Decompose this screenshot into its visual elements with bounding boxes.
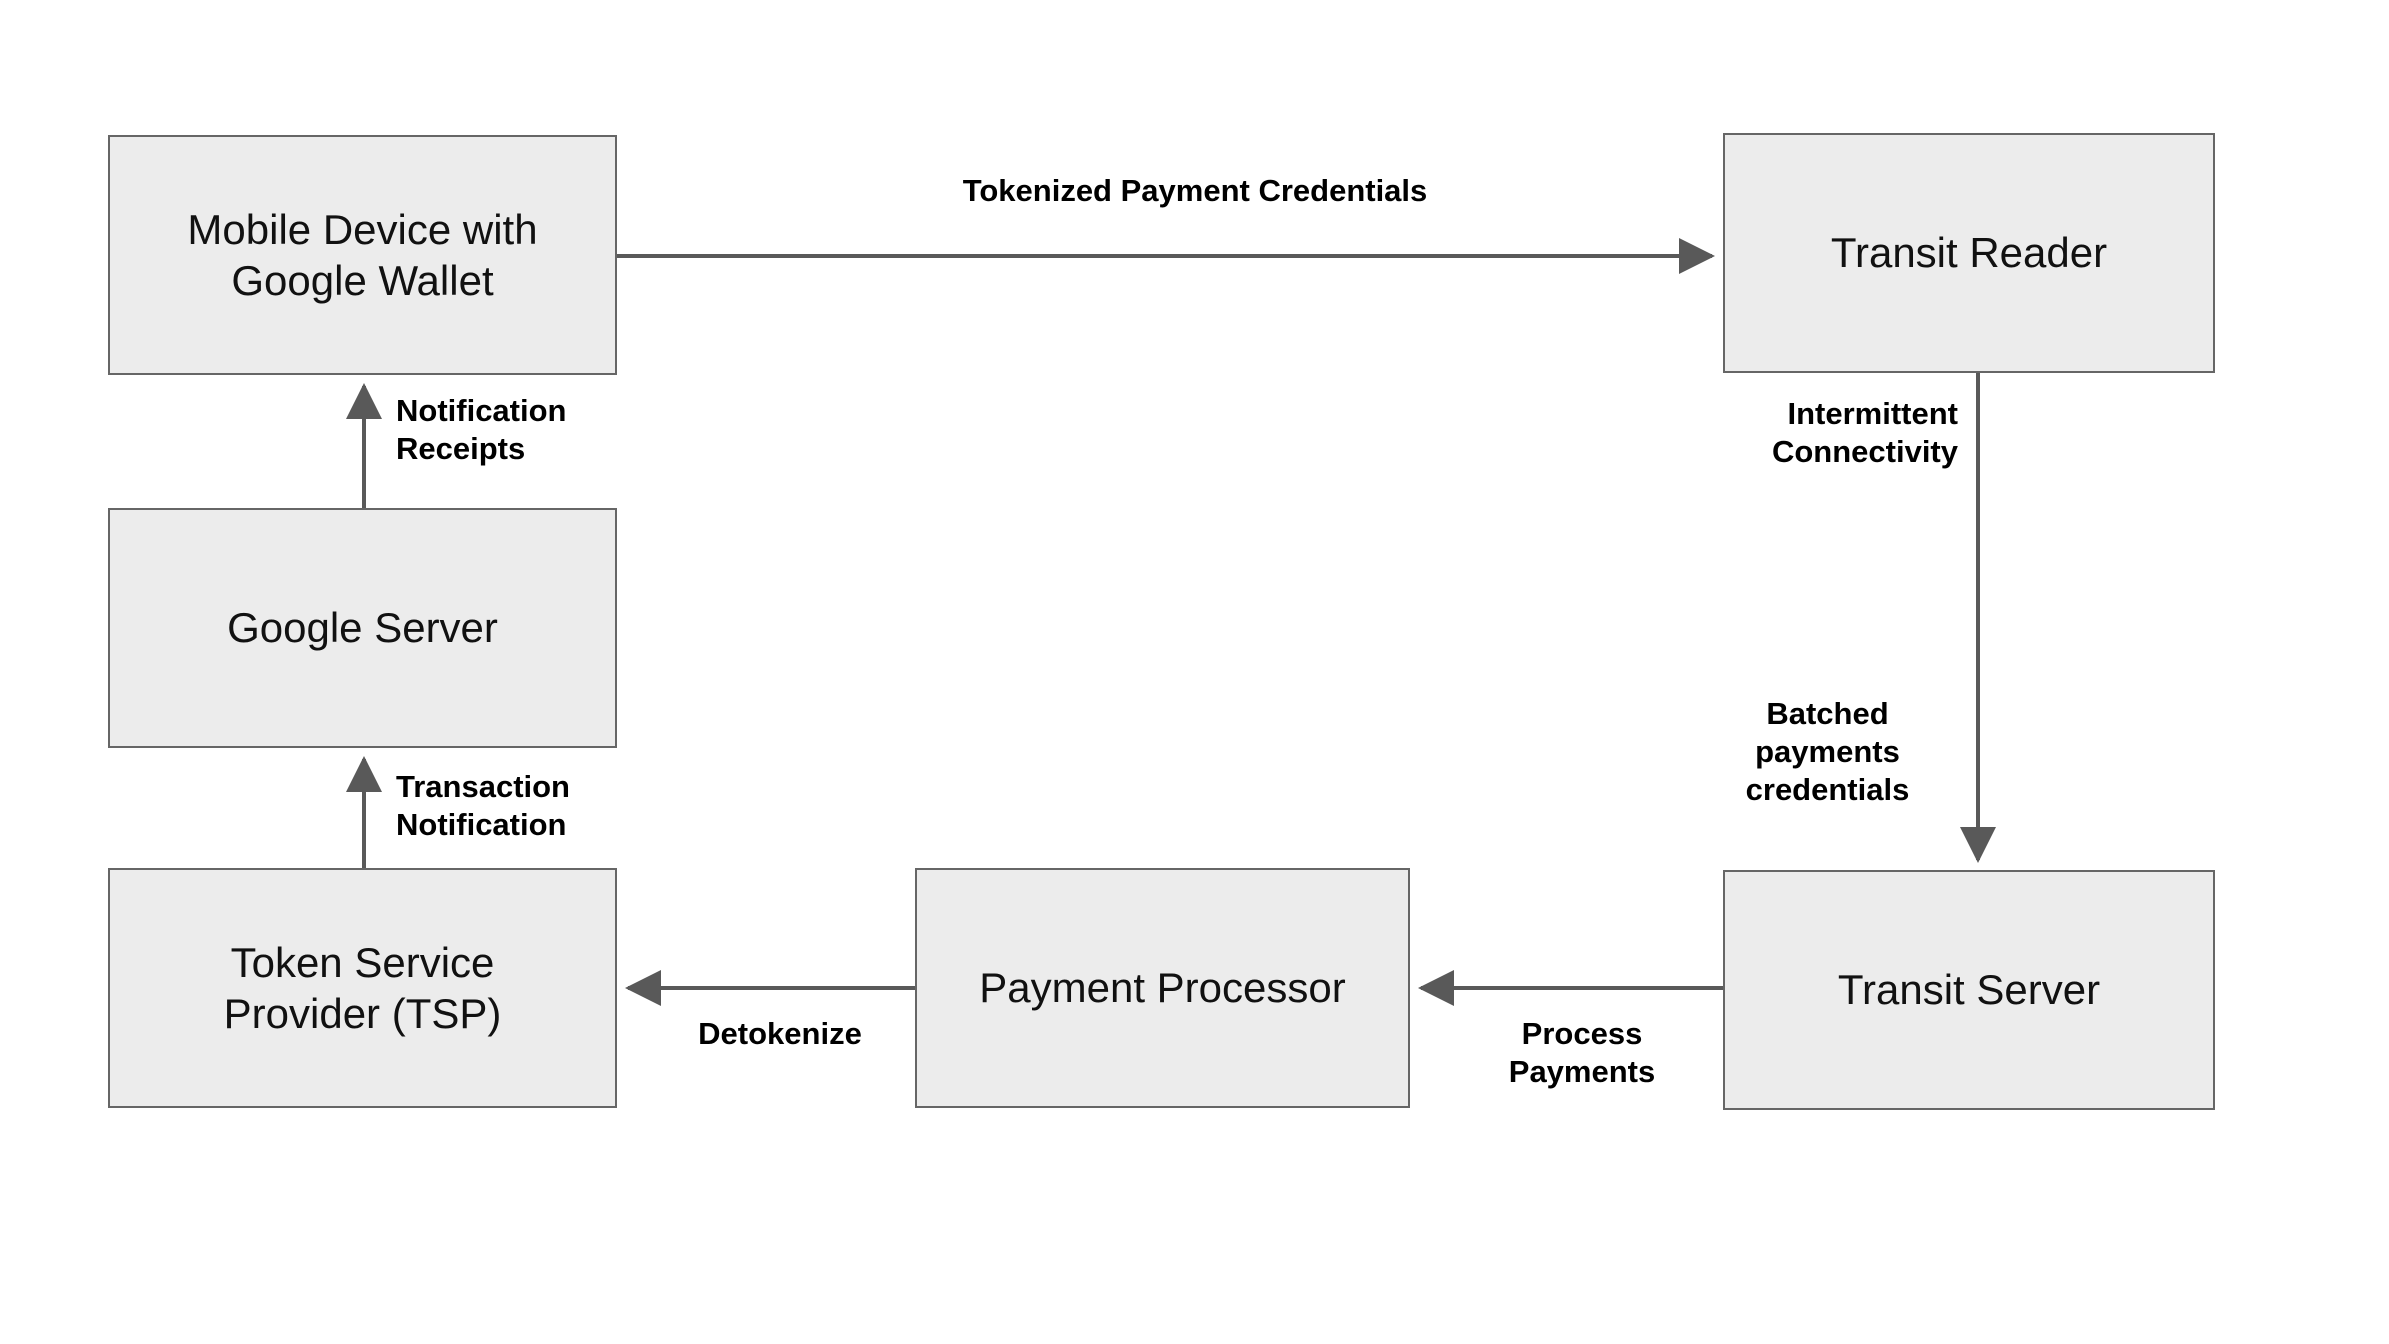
node-transit-reader[interactable]: Transit Reader bbox=[1723, 133, 2215, 373]
node-mobile-device[interactable]: Mobile Device with Google Wallet bbox=[108, 135, 617, 375]
node-transit-server-label: Transit Server bbox=[1837, 966, 2101, 1014]
edge-label-batched-payments-credentials: Batched payments credentials bbox=[1745, 696, 1910, 807]
node-transit-reader-label: Transit Reader bbox=[1830, 229, 2108, 277]
node-google-server-label: Google Server bbox=[227, 604, 498, 652]
node-token-service-provider-label: Token Service Provider (TSP) bbox=[223, 938, 502, 1037]
edge-label-tokenized-payment-credentials: Tokenized Payment Credentials bbox=[962, 173, 1428, 208]
node-payment-processor-label: Payment Processor bbox=[979, 964, 1346, 1012]
edge-label-notification-receipts: Notification Receipts bbox=[396, 393, 567, 466]
edge-label-process-payments: Process Payments bbox=[1508, 1016, 1656, 1089]
edge-label-transaction-notification: Transaction Notification bbox=[396, 769, 570, 842]
node-token-service-provider[interactable]: Token Service Provider (TSP) bbox=[108, 868, 617, 1108]
node-mobile-device-label: Mobile Device with Google Wallet bbox=[187, 205, 538, 304]
node-payment-processor[interactable]: Payment Processor bbox=[915, 868, 1410, 1108]
edge-label-detokenize: Detokenize bbox=[698, 1016, 862, 1051]
node-google-server[interactable]: Google Server bbox=[108, 508, 617, 748]
node-transit-server[interactable]: Transit Server bbox=[1723, 870, 2215, 1110]
edge-label-intermittent-connectivity: Intermittent Connectivity bbox=[1771, 396, 1958, 469]
